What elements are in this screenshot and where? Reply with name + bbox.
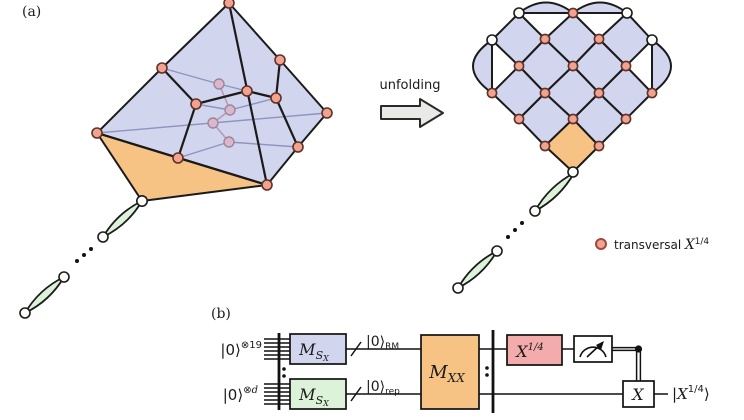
panel-b-label: (b)	[211, 306, 231, 322]
rep-qubit-node	[491, 245, 503, 257]
measurement-box	[573, 335, 613, 363]
classical-wire	[612, 345, 643, 381]
interior-node	[224, 104, 236, 116]
rep-qubit-node	[19, 307, 31, 319]
white-node	[646, 34, 658, 46]
ellipsis-dot	[520, 221, 524, 225]
polytope-vertices	[91, 0, 333, 208]
transversal-node	[513, 60, 525, 72]
vertex-node	[241, 85, 253, 97]
ket-rep-label: |0⟩rep	[366, 379, 400, 397]
meter-icon	[579, 341, 607, 358]
vertex-node	[172, 152, 184, 164]
transversal-node	[513, 113, 525, 125]
vertex-node	[190, 98, 202, 110]
rep-qubit-node	[97, 231, 109, 243]
bundle-slash	[350, 386, 362, 402]
output-state-label: |X1/4⟩	[672, 384, 710, 403]
ellipsis-dot	[75, 259, 79, 263]
right-arrow-icon	[380, 98, 444, 128]
white-node	[486, 34, 498, 46]
interior-node	[207, 117, 219, 129]
vertex-node	[321, 107, 333, 119]
vertex-node	[91, 127, 103, 139]
transversal-node	[620, 60, 632, 72]
vdots	[485, 366, 489, 370]
lattice-faces	[491, 12, 653, 173]
white-node	[567, 166, 579, 178]
x-correction-label: X	[630, 385, 644, 404]
vertex-node	[156, 62, 168, 74]
lattice-rep-chain	[452, 172, 575, 294]
unfolding-label: unfolding	[380, 78, 441, 93]
folded-polytope	[19, 0, 333, 319]
transversal-node	[567, 7, 579, 19]
transversal-node	[593, 87, 605, 99]
interior-node	[223, 136, 235, 148]
ellipsis-dot	[89, 247, 93, 251]
transversal-node	[567, 60, 579, 72]
unfolded-lattice	[452, 1, 672, 294]
vertex-node	[223, 0, 235, 9]
lattice-nodes	[486, 7, 658, 178]
qubit-bundle-rm	[264, 338, 291, 360]
transversal-node	[486, 87, 498, 99]
lattice-lenses	[472, 1, 672, 94]
input-state-rm: |0⟩⊗19	[220, 340, 262, 359]
msx-rep-label: MSX	[298, 385, 329, 408]
transversal-node	[539, 140, 551, 152]
transversal-node	[593, 140, 605, 152]
rep-qubit-node	[58, 271, 70, 283]
legend-label: transversal X1/4	[614, 237, 709, 253]
transversal-node	[593, 33, 605, 45]
bundle-slash	[350, 341, 362, 357]
classical-control-dot	[634, 345, 643, 353]
unfolding-arrow: unfolding	[380, 78, 444, 128]
transversal-node	[539, 87, 551, 99]
vertex-node	[270, 92, 282, 104]
transversal-node	[646, 87, 658, 99]
panel-a-label: (a)	[22, 4, 41, 20]
rep-qubit-node	[452, 282, 464, 294]
vdots	[282, 374, 286, 378]
ellipsis-dot	[82, 253, 86, 257]
input-state-rep: |0⟩⊗d	[223, 385, 258, 404]
x14-gate	[506, 334, 563, 366]
interior-node	[213, 78, 225, 90]
vertex-node	[292, 141, 304, 153]
quantum-circuit: |0⟩⊗19 |0⟩⊗d MSX MSX |0⟩RM |0⟩rep MXX	[220, 330, 710, 413]
polytope-rep-chain	[19, 200, 143, 319]
polytope-edges	[95, 1, 300, 187]
transversal-node	[620, 113, 632, 125]
legend: transversal X1/4	[595, 237, 709, 253]
white-vertex-node	[136, 195, 149, 208]
transversal-node	[567, 113, 579, 125]
vdots	[485, 373, 489, 377]
msx-rm-label: MSX	[298, 340, 329, 363]
transversal-node	[539, 33, 551, 45]
vertex-node	[274, 54, 286, 66]
x14-label: X1/4	[514, 342, 543, 361]
rep-qubit-node	[529, 205, 541, 217]
white-node	[513, 7, 525, 19]
vdots	[282, 367, 286, 371]
qubit-bundle-rep	[264, 383, 291, 405]
ellipsis-dot	[506, 235, 510, 239]
ket-rm-label: |0⟩RM	[366, 334, 399, 352]
mxx-gate	[420, 334, 480, 410]
transversal-node-icon	[595, 238, 607, 250]
mxx-label: MXX	[428, 362, 465, 385]
ellipsis-dot	[513, 228, 517, 232]
vertex-node	[261, 179, 273, 191]
white-node	[621, 7, 633, 19]
